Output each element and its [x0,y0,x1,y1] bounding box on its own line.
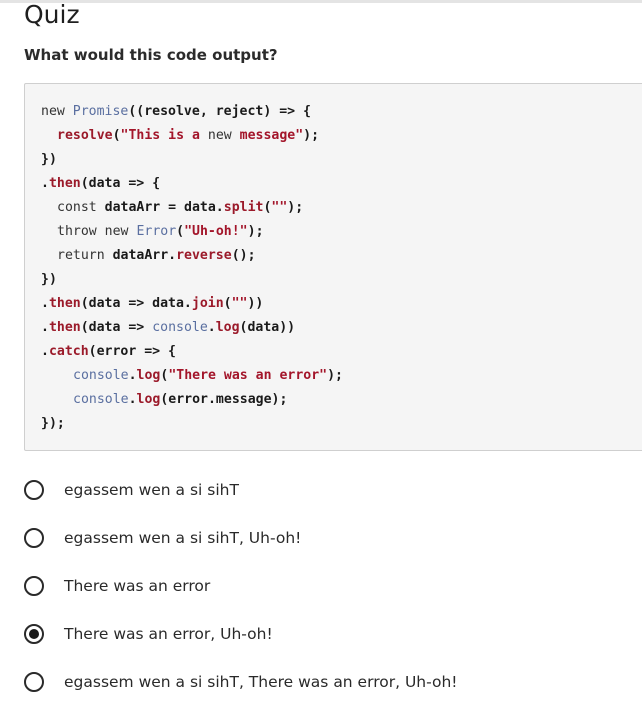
answer-option-3[interactable]: There was an error [24,562,624,610]
radio-button[interactable] [24,576,44,596]
code-line: .catch(error => { [41,344,176,359]
code-line: console.log(error.message); [73,392,288,407]
code-line: resolve("This is a new message"); [57,128,320,143]
code-block: new Promise((resolve, reject) => { resolv… [24,83,642,451]
code-line: }); [41,416,65,431]
answer-option-1[interactable]: egassem wen a si sihT [24,466,624,514]
answer-label: egassem wen a si sihT, Uh-oh! [64,529,302,547]
radio-button[interactable] [24,480,44,500]
code-line: }) [41,152,57,167]
answer-option-2[interactable]: egassem wen a si sihT, Uh-oh! [24,514,624,562]
code-line: return dataArr.reverse(); [57,248,256,263]
code-line: .then(data => { [41,176,161,191]
answer-option-4[interactable]: There was an error, Uh-oh! [24,610,624,658]
answer-label: There was an error, Uh-oh! [64,625,273,643]
code-line: .then(data => data.join("")) [41,296,264,311]
code-line: console.log("There was an error"); [73,368,343,383]
code-content: new Promise((resolve, reject) => { resolv… [41,100,343,436]
answer-label: egassem wen a si sihT [64,481,239,499]
code-line: .then(data => console.log(data)) [41,320,296,335]
radio-button[interactable] [24,528,44,548]
code-line: throw new Error("Uh-oh!"); [57,224,264,239]
radio-button[interactable] [24,624,44,644]
question-text: What would this code output? [24,46,278,64]
answer-options: egassem wen a si sihT egassem wen a si s… [24,466,624,706]
code-line: new Promise((resolve, reject) => { [41,104,311,119]
top-divider [0,0,642,3]
answer-label: egassem wen a si sihT, There was an erro… [64,673,458,691]
code-line: const dataArr = data.split(""); [57,200,304,215]
radio-button[interactable] [24,672,44,692]
answer-option-5[interactable]: egassem wen a si sihT, There was an erro… [24,658,624,706]
page-title: Quiz [24,0,80,29]
code-line: }) [41,272,57,287]
answer-label: There was an error [64,577,211,595]
